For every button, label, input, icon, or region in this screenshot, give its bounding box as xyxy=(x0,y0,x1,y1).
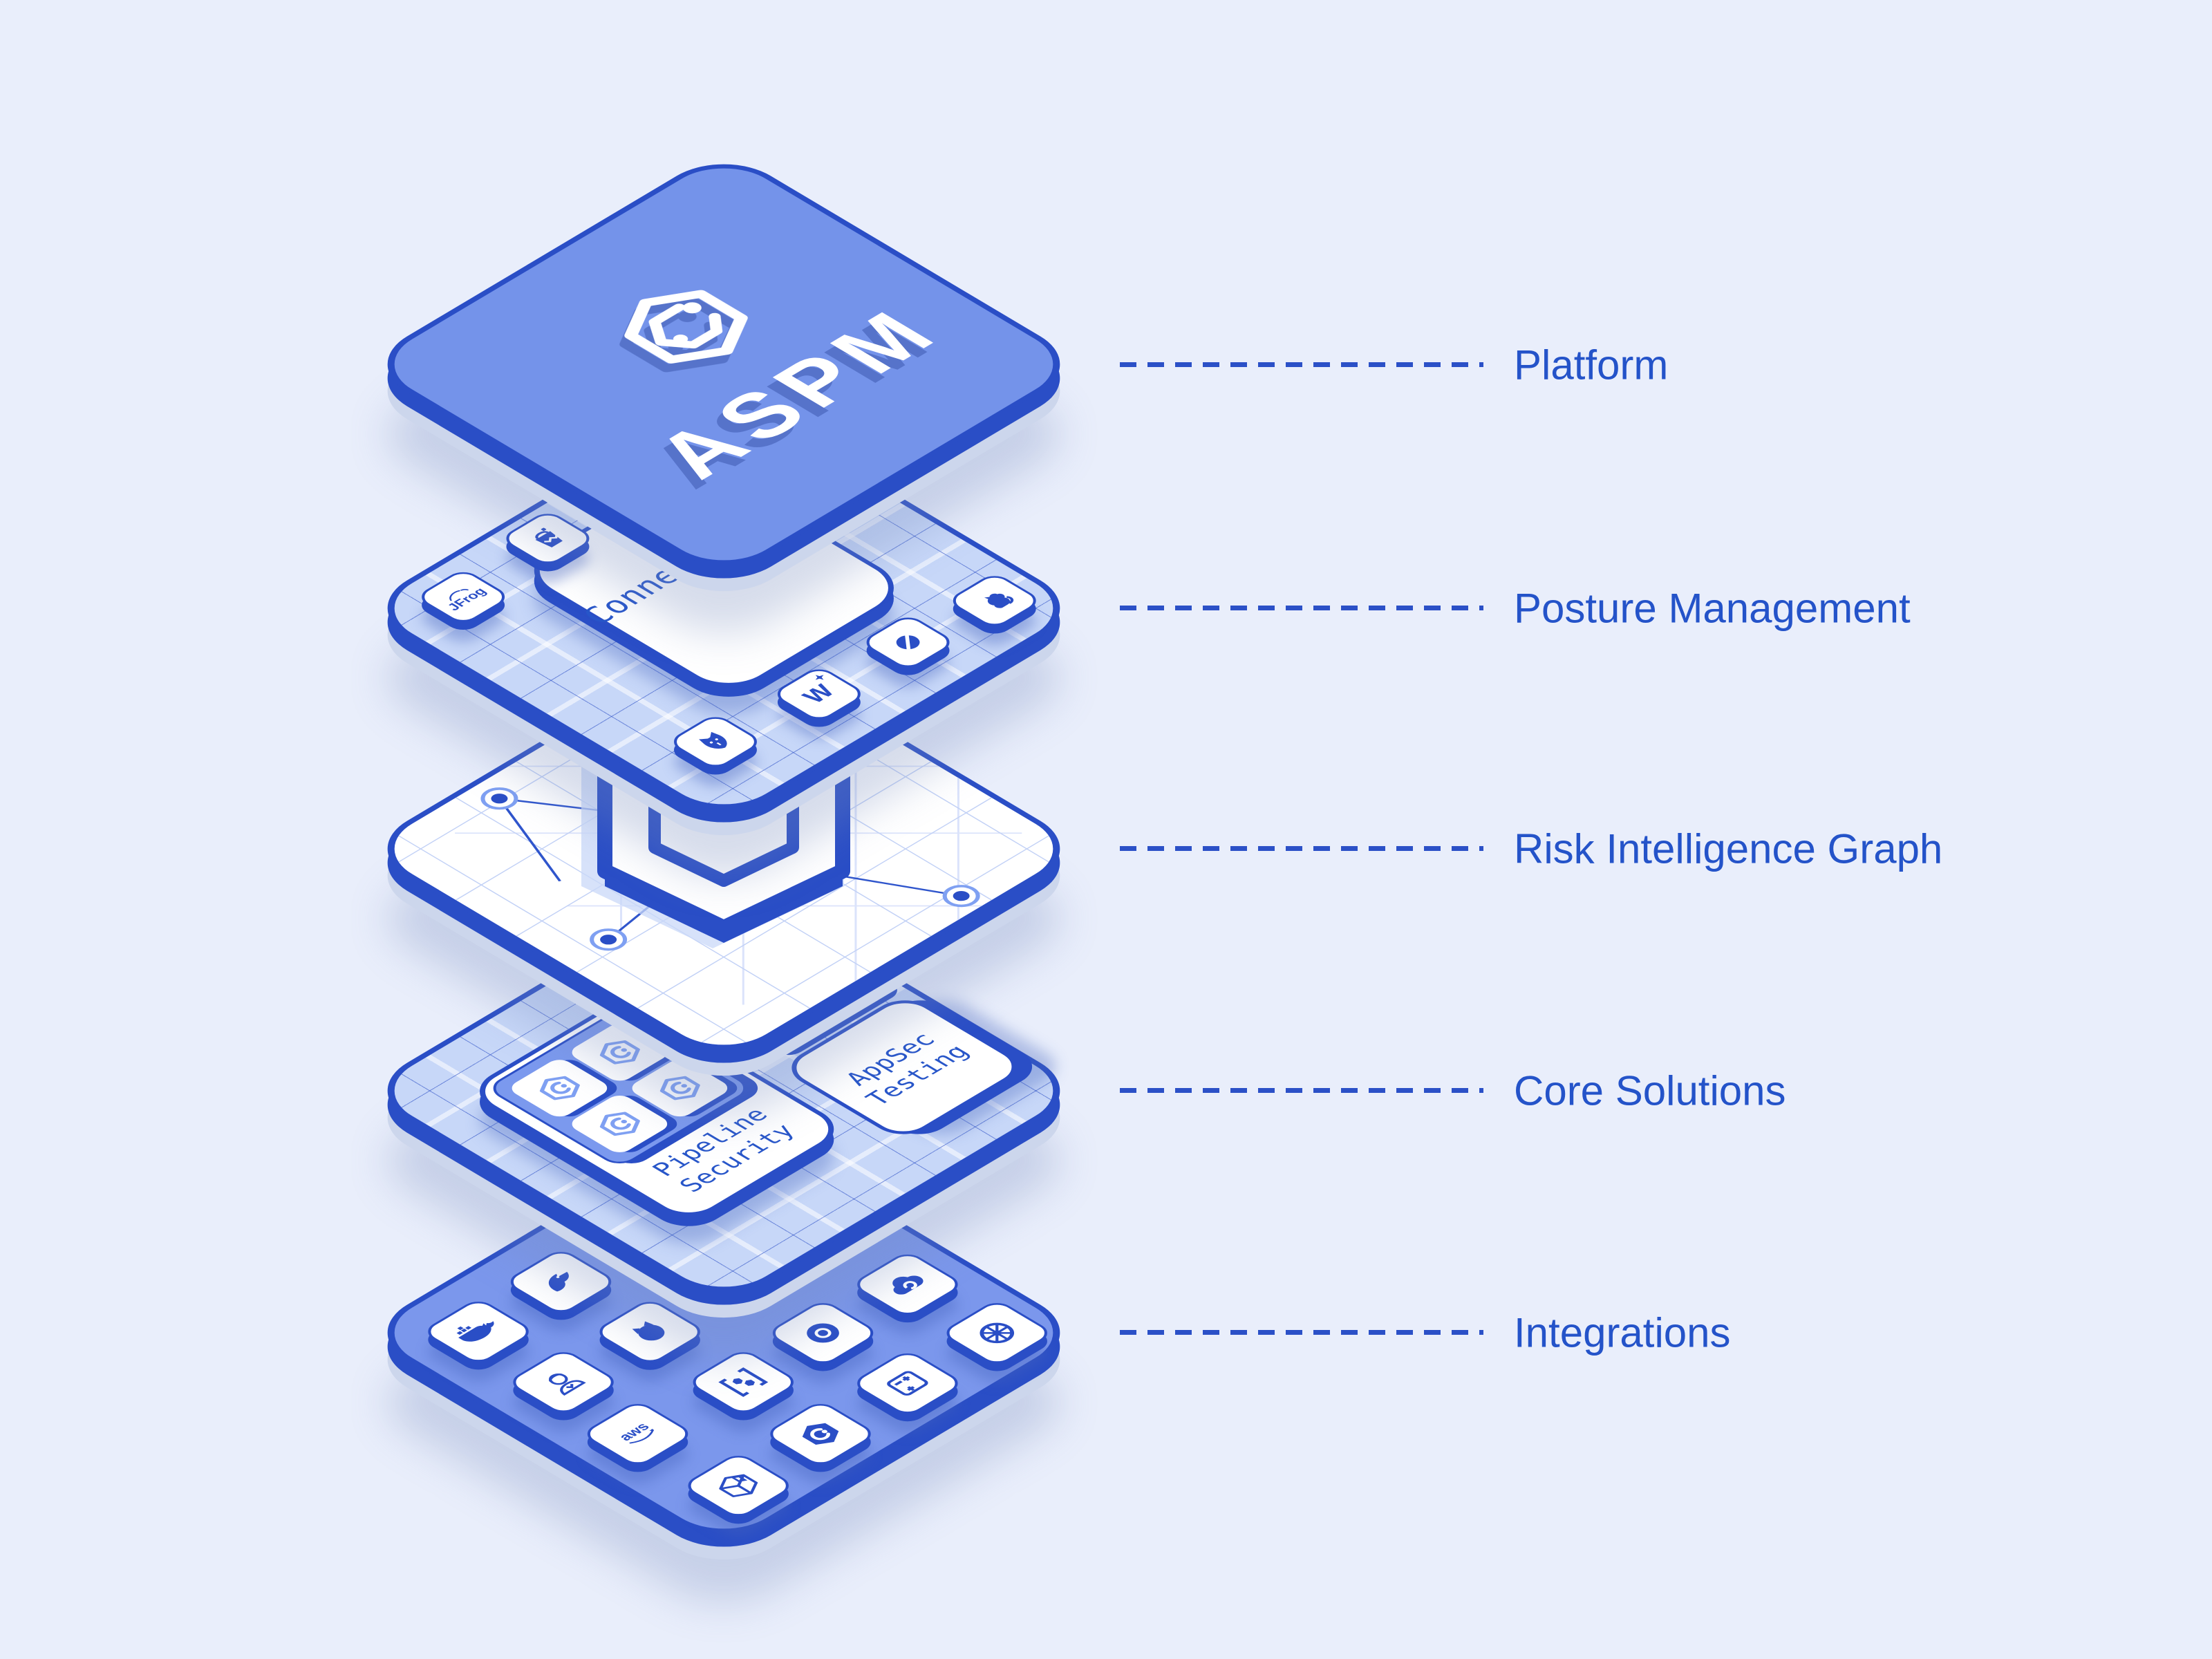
annotation-label: Risk Intelligence Graph xyxy=(1514,825,1943,872)
code-diff-icon xyxy=(875,1364,939,1403)
integration-tile: aws xyxy=(580,1399,695,1469)
connector-tile: W xyxy=(770,665,868,724)
graph-node xyxy=(480,787,980,951)
bitbucket-bucket-icon xyxy=(519,522,576,556)
squirrel-icon xyxy=(966,584,1023,618)
integration-tile xyxy=(850,1349,966,1418)
integration-tile xyxy=(765,1298,881,1368)
dashed-leader-line xyxy=(1120,362,1483,367)
integration-tile xyxy=(680,1451,796,1520)
jfrog-icon: JFrog xyxy=(437,581,489,612)
circleci-ring-icon xyxy=(789,1313,856,1353)
doberman-dog-icon xyxy=(687,725,744,759)
connector-tile xyxy=(666,713,765,771)
layer-posture-management: Connectors JFrog W xyxy=(359,391,1088,825)
layer-core-solutions: Pipeline Security AppSec Testing xyxy=(359,874,1088,1308)
bird-icon xyxy=(527,1262,594,1302)
kubernetes-helm-icon xyxy=(964,1313,1030,1353)
connector-tile xyxy=(859,613,957,672)
hexagon-spiral-icon xyxy=(626,1056,733,1121)
hexagon-spiral-icon xyxy=(506,1056,613,1121)
annotation-label: Integrations xyxy=(1514,1309,1731,1356)
layer-integrations: aws xyxy=(359,1116,1088,1550)
wiz-wordmark: W xyxy=(797,675,841,707)
pipeline-security-card: Pipeline Security xyxy=(463,995,850,1226)
dashed-leader-line xyxy=(1120,846,1483,851)
annotation-label: Core Solutions xyxy=(1514,1067,1786,1114)
wiz-w-star-icon: W xyxy=(797,675,841,707)
hexagon-circuit-brandmark-icon xyxy=(590,270,785,385)
connector-tile xyxy=(946,571,1044,630)
dashed-leader-line xyxy=(1120,606,1483,610)
split-circle-icon xyxy=(880,626,937,659)
cloud-sync-icon xyxy=(874,1265,941,1304)
docker-whale-icon xyxy=(444,1311,513,1352)
integration-tile xyxy=(505,1347,621,1417)
annotation-label: Posture Management xyxy=(1514,585,1911,632)
integration-tile xyxy=(939,1298,1055,1368)
integration-tile xyxy=(850,1250,966,1319)
connector-tile: JFrog xyxy=(414,568,512,626)
integration-tile xyxy=(762,1399,879,1469)
integration-tile xyxy=(685,1347,801,1417)
dashed-leader-line xyxy=(1120,1088,1483,1093)
aperture-hexagon-icon xyxy=(788,1415,852,1454)
jenkins-butler-icon xyxy=(531,1363,595,1402)
hexagon-spiral-icon xyxy=(566,1092,673,1156)
connector-tile xyxy=(498,509,597,568)
github-octocat-icon xyxy=(617,1312,683,1351)
pipeline-chip-panel xyxy=(485,1008,755,1169)
hexagon-spiral-icon xyxy=(566,1020,673,1085)
appsec-testing-label: AppSec Testing xyxy=(839,1029,975,1110)
annotation-label: Platform xyxy=(1514,341,1669,388)
integration-tile xyxy=(592,1297,708,1367)
registry-hexagons-icon xyxy=(711,1363,776,1402)
integration-tile xyxy=(503,1247,619,1317)
layer-platform: ASPM xyxy=(359,147,1088,581)
package-cube-icon xyxy=(706,1467,771,1506)
aws-icon: aws xyxy=(615,1420,660,1448)
dashed-leader-line xyxy=(1120,1330,1483,1335)
integration-tile xyxy=(420,1297,536,1366)
